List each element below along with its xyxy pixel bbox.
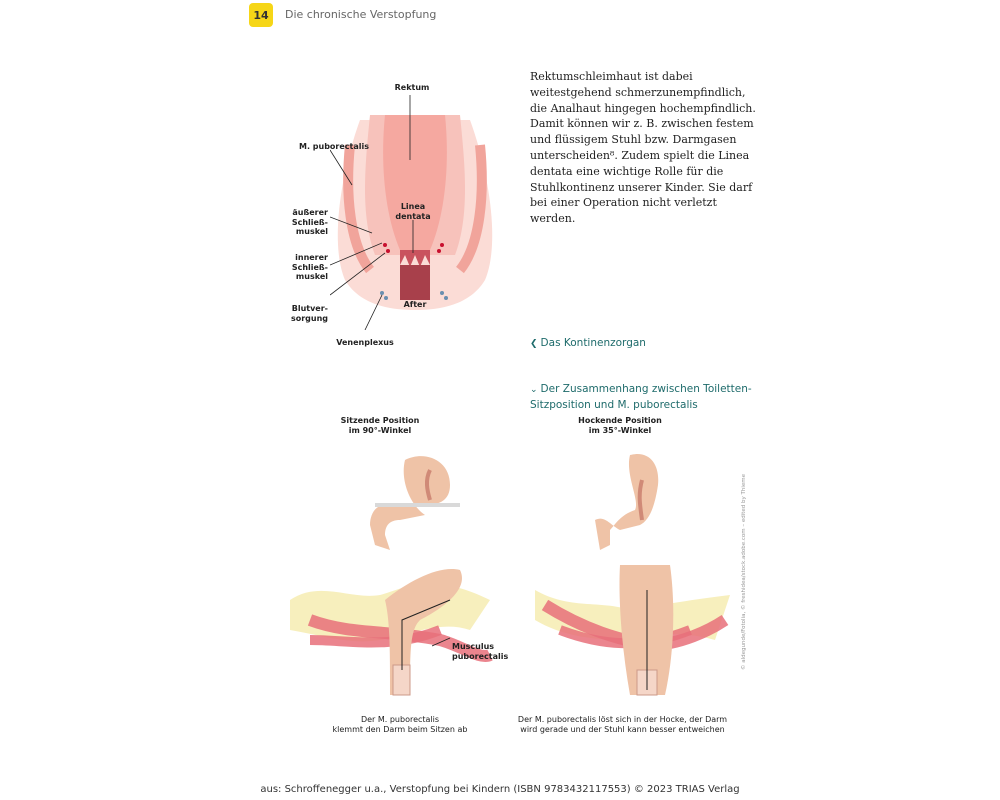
footer-citation: aus: Schroffenegger u.a., Verstopfung be… <box>260 784 740 795</box>
label-rektum: Rektum <box>394 83 430 92</box>
sitting-muscle-illustration <box>290 569 493 696</box>
label-innerer-schliessmuskel: innerer Schließ- muskel <box>291 253 328 281</box>
squat-muscle-illustration <box>535 565 730 696</box>
page-number: 14 <box>249 3 273 27</box>
rectum-anatomy-illustration <box>330 95 493 330</box>
running-head: Die chronische Verstopfung <box>285 8 437 21</box>
label-puborectalis: M. puborectalis <box>299 142 370 151</box>
xref-kontinenzorgan-label: Das Kontinenzorgan <box>540 337 646 349</box>
body-paragraph: Rektumschleimhaut ist dabei weitestgehen… <box>530 70 756 226</box>
label-blutversorgung: Blutver- sorgung <box>290 304 328 323</box>
sitting-leg-illustration <box>370 456 460 550</box>
sitting-position-title: Sitzende Position im 90°-Winkel <box>340 416 420 435</box>
xref-zusammenhang[interactable]: ⌄Der Zusammenhang zwischen Toiletten- Si… <box>530 366 770 414</box>
label-musculus-puborectalis: Musculus puborectalis <box>452 642 509 661</box>
chevron-left-icon: ❮ <box>530 339 538 349</box>
label-linea-dentata: Linea dentata <box>395 202 431 221</box>
image-credit: © aldegunde/Fotolia, © freshidea/stock.a… <box>741 473 747 671</box>
xref-kontinenzorgan[interactable]: ❮Das Kontinenzorgan <box>530 336 646 353</box>
label-after: After <box>403 300 427 309</box>
label-aeusserer-schliessmuskel: äußerer Schließ- muskel <box>291 208 328 236</box>
label-venenplexus: Venenplexus <box>336 338 394 347</box>
body-text: Rektumschleimhaut ist dabei weitestgehen… <box>530 69 765 227</box>
squat-caption: Der M. puborectalis löst sich in der Hoc… <box>517 715 728 734</box>
squat-leg-illustration <box>595 454 659 550</box>
chevron-down-icon: ⌄ <box>530 384 538 395</box>
squat-position-title: Hockende Position im 35°-Winkel <box>578 416 662 435</box>
musculus-pointer <box>432 637 451 647</box>
sitting-caption: Der M. puborectalis klemmt den Darm beim… <box>332 715 468 734</box>
xref-zusammenhang-label: Der Zusammenhang zwischen Toiletten- Sit… <box>530 382 752 412</box>
